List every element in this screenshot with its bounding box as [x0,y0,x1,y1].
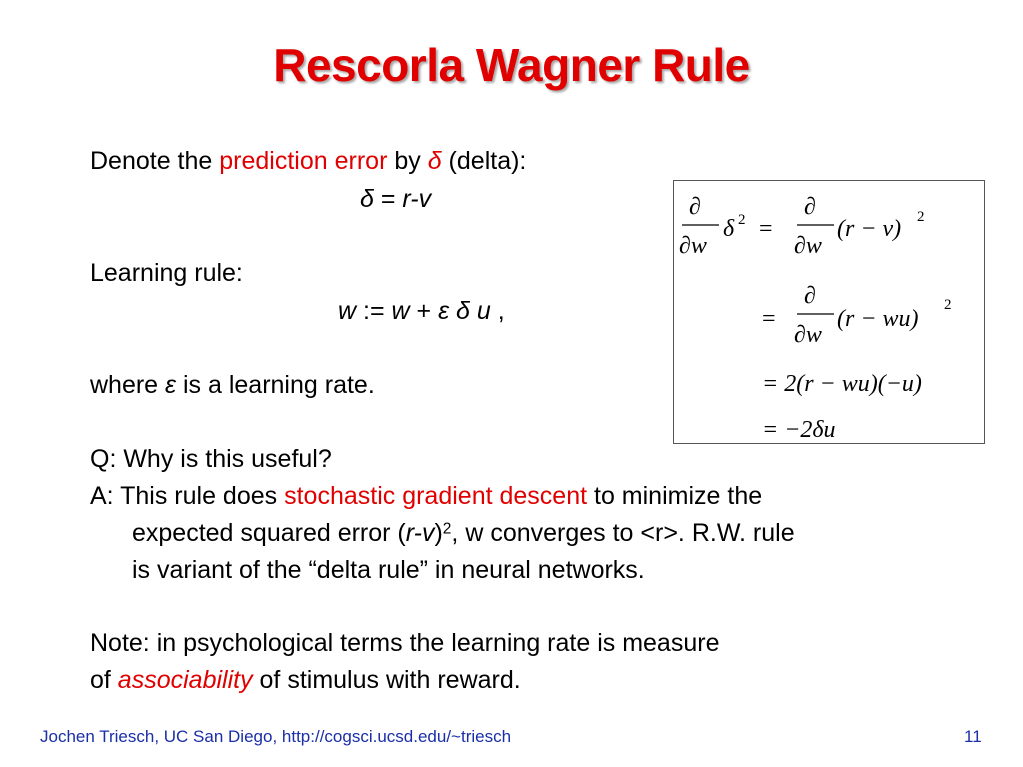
delta-symbol-math: δ [723,216,735,242]
question-line: Q: Why is this useful? [90,445,332,473]
answer-line-3: is variant of the “delta rule” in neural… [132,556,645,584]
line-denote: Denote the prediction error by δ (delta)… [90,146,526,176]
partial-symbol: ∂ [689,194,701,220]
row1-rhs: (r − v) [837,216,901,242]
partial-symbol: ∂ [804,194,816,220]
answer-line-1: A: This rule does stochastic gradient de… [90,482,763,510]
delta-symbol: δ [427,147,442,175]
row3-expression: = 2(r − wu)(−u) [762,371,922,397]
dw-denominator: ∂w [794,322,822,348]
answer-line-2: expected squared error (r-v)2, w converg… [132,519,795,547]
denote-by: by [387,147,428,175]
note-line-2: of associability of stimulus with reward… [90,666,521,694]
footer-credit: Jochen Triesch, UC San Diego, http://cog… [40,727,512,746]
exponent: 2 [917,209,925,225]
prediction-error-term: prediction error [219,147,388,175]
exponent: 2 [738,212,746,228]
associability-term: associability [117,666,253,694]
partial-symbol: ∂ [804,283,816,309]
learning-rule-equation: w := w + ε δ u , [338,297,505,325]
dw-denominator: ∂w [794,233,822,259]
denote-prefix: Denote the [90,147,220,175]
row4-expression: = −2δu [762,417,836,443]
equals-sign: = [759,216,773,242]
equals-sign: = [762,306,776,332]
denote-suffix: (delta): [441,147,527,175]
dw-denominator: ∂w [679,233,707,259]
row2-rhs: (r − wu) [837,306,919,332]
note-line-1: Note: in psychological terms the learnin… [90,629,720,657]
sgd-term: stochastic gradient descent [284,482,588,510]
page-number: 11 [964,727,982,746]
slide-title: Rescorla Wagner Rule [273,39,750,91]
exponent: 2 [944,297,952,313]
learning-rule-label: Learning rule: [90,259,243,287]
delta-equation: δ = r-v [360,185,432,213]
learning-rate-line: where ε is a learning rate. [90,371,375,399]
derivation-math: ∂ ∂w δ 2 = ∂ ∂w (r − v) 2 = ∂ ∂w (r − wu… [679,194,952,443]
derivation-box: ∂ ∂w δ 2 = ∂ ∂w (r − v) 2 = ∂ ∂w (r − wu… [673,180,985,444]
